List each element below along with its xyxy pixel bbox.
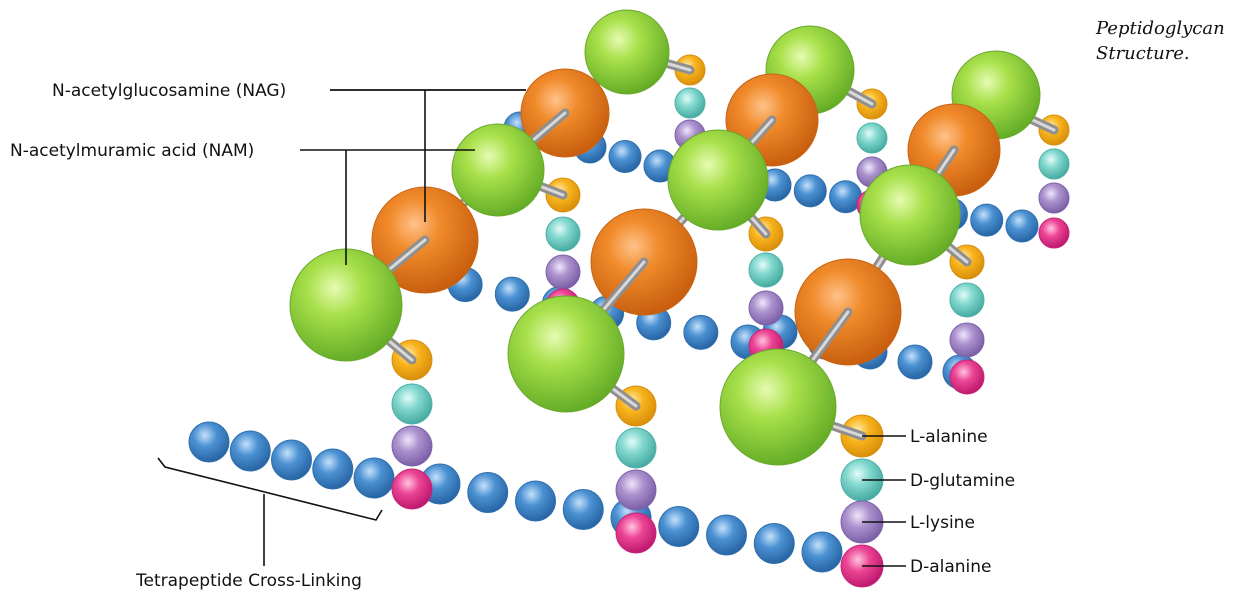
back-chain-layer: [503, 9, 1070, 249]
nam-sugar: [859, 164, 961, 266]
nag-label: N-acetylglucosamine (NAG): [52, 81, 286, 101]
crosslink-bead: [706, 514, 747, 556]
crosslink-bead: [608, 140, 642, 173]
crosslink-bead: [515, 480, 556, 522]
crosslink-bead: [753, 523, 795, 564]
d-glutamine-bead: [545, 216, 581, 252]
l-lysine-bead: [748, 290, 784, 326]
crosslink-bead: [1005, 209, 1039, 243]
d-glutamine-bead: [748, 252, 784, 288]
l-lysine-bead: [949, 322, 985, 358]
figure-caption: Peptidoglycan Structure.: [1096, 18, 1225, 64]
crosslink-bead: [683, 314, 719, 350]
crosslink-bracket: [157, 457, 383, 521]
crosslink-bead: [793, 174, 827, 208]
l-lysine-bead: [391, 425, 433, 467]
d-glutamine-bead: [615, 427, 657, 469]
crosslink-bead: [229, 430, 271, 472]
nam-label: N-acetylmuramic acid (NAM): [10, 141, 254, 161]
d-glutamine-bead: [1038, 148, 1070, 180]
crosslink-bead: [467, 472, 509, 513]
d-glutamine-bead: [949, 282, 985, 318]
crosslink-bead: [970, 203, 1004, 237]
d-glutamine-bead: [391, 383, 433, 425]
nam-sugar: [667, 129, 769, 231]
nam-sugar: [289, 248, 403, 362]
d-alanine-label: D-alanine: [910, 557, 992, 577]
d-alanine-bead: [391, 468, 433, 510]
l-alanine-label: L-alanine: [910, 427, 988, 447]
d-alanine-bead: [949, 359, 985, 395]
front-chain-layer: [188, 235, 884, 588]
nam-sugar: [451, 123, 545, 217]
l-lysine-bead: [615, 469, 657, 511]
l-lysine-bead: [545, 254, 581, 290]
d-alanine-bead: [615, 512, 657, 554]
d-glutamine-label: D-glutamine: [910, 471, 1015, 491]
crosslink-bead: [562, 489, 604, 530]
nam-sugar: [507, 295, 625, 413]
crosslink-bead: [494, 276, 530, 312]
l-lysine-label: L-lysine: [910, 513, 975, 533]
crosslink-bead: [188, 421, 230, 463]
middle-chain-layer: [371, 108, 985, 395]
nam-sugar: [584, 9, 670, 95]
crosslink-bead: [829, 180, 863, 214]
crosslink-bead: [312, 448, 354, 490]
nam-sugar: [719, 348, 837, 466]
crosslink-bead: [353, 457, 395, 499]
crosslink-bead: [658, 506, 700, 547]
crosslink-bead: [801, 531, 843, 573]
label-group: N-acetylglucosamine (NAG) N-acetylmurami…: [10, 81, 1015, 591]
l-lysine-bead: [1038, 182, 1070, 214]
crosslink-label: Tetrapeptide Cross-Linking: [135, 571, 362, 591]
crosslink-bead: [271, 439, 312, 481]
d-glutamine-bead: [674, 87, 706, 119]
crosslink-bead: [897, 344, 933, 380]
d-glutamine-bead: [856, 122, 888, 154]
d-alanine-bead: [1038, 217, 1070, 249]
